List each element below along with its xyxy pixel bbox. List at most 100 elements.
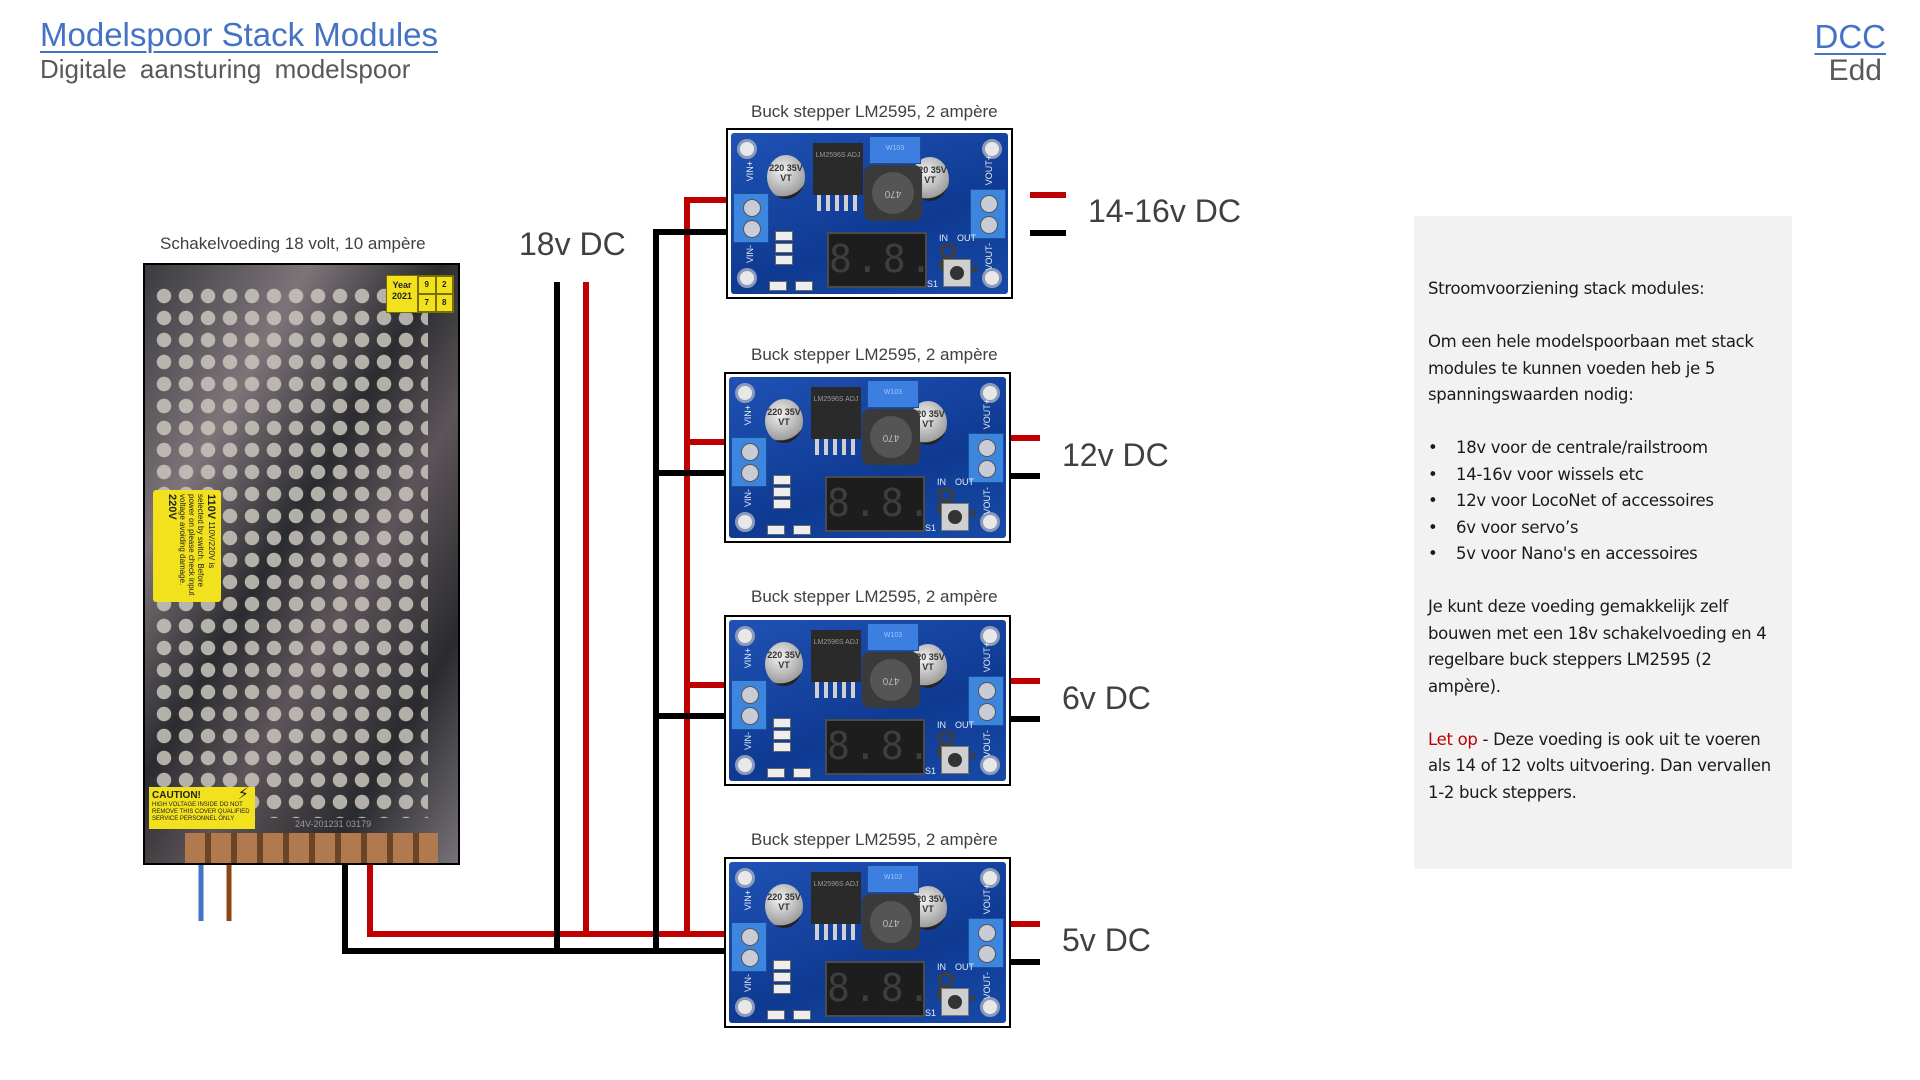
buck-stepper-board-image: VIN+ VIN- VOUT+ VOUT- 220 35V VT 220 35V… xyxy=(724,857,1011,1028)
input-terminal xyxy=(731,437,767,487)
module-caption: Buck stepper LM2595, 2 ampère xyxy=(751,587,998,606)
output-terminal xyxy=(968,918,1004,968)
caution-sticker: CAUTION! HIGH VOLTAGE INSIDE DO NOT REMO… xyxy=(149,787,255,829)
mount-hole xyxy=(735,755,755,775)
ic-pins xyxy=(815,439,855,455)
input-capacitor: 220 35V VT xyxy=(765,642,803,686)
inductor-coil: 470 xyxy=(862,652,920,708)
smd-resistor xyxy=(767,768,785,778)
out-marking: OUT xyxy=(955,962,974,972)
mount-hole xyxy=(735,868,755,888)
input-terminal xyxy=(731,680,767,730)
module-caption: Buck stepper LM2595, 2 ampère xyxy=(751,345,998,364)
voltage-list-item: 12v voor LocoNet of accessoires xyxy=(1428,488,1778,515)
display-toggle-button xyxy=(941,988,969,1016)
pcb: VIN+ VIN- VOUT+ VOUT- 220 35V VT 220 35V… xyxy=(729,862,1006,1023)
input-capacitor: 220 35V VT xyxy=(767,155,805,199)
vin-minus-marking: VIN- xyxy=(743,732,753,750)
info-panel: Stroomvoorziening stack modules: Om een … xyxy=(1414,216,1792,869)
mount-hole xyxy=(982,268,1002,288)
smd-resistor xyxy=(773,499,791,509)
vout-plus-marking: VOUT+ xyxy=(982,642,992,673)
mount-hole xyxy=(735,383,755,403)
screw-terminal-strip xyxy=(185,833,438,863)
ic-pins xyxy=(815,924,855,940)
mount-hole xyxy=(980,626,1000,646)
output-voltage-label: 12v DC xyxy=(1062,437,1169,473)
module-caption: Buck stepper LM2595, 2 ampère xyxy=(751,830,998,849)
page-title-link[interactable]: Modelspoor Stack Modules xyxy=(40,16,439,53)
vin-plus-marking: VIN+ xyxy=(743,405,753,426)
output-voltage-label: 6v DC xyxy=(1062,680,1151,716)
year-grid-cell: 7 xyxy=(418,294,436,312)
info-heading: Stroomvoorziening stack modules: xyxy=(1428,279,1705,298)
input-capacitor: 220 35V VT xyxy=(765,399,803,443)
inductor-coil: 470 xyxy=(862,894,920,950)
dcc-link[interactable]: DCC xyxy=(1814,18,1887,55)
trim-potentiometer: W103 xyxy=(867,380,919,408)
inductor-coil: 470 xyxy=(862,409,920,465)
smd-resistor xyxy=(775,231,793,241)
vout-plus-marking: VOUT+ xyxy=(984,155,994,186)
smd-resistor xyxy=(769,281,787,291)
mount-hole xyxy=(735,997,755,1017)
input-terminal xyxy=(731,922,767,972)
regulator-ic: LM2596S ADJ xyxy=(811,387,861,439)
supply-18v-label: 18v DC xyxy=(519,226,626,262)
caution-text: HIGH VOLTAGE INSIDE DO NOT REMOVE THIS C… xyxy=(152,802,250,822)
mount-hole xyxy=(735,626,755,646)
vin-plus-marking: VIN+ xyxy=(745,161,755,182)
info-build-text: Je kunt deze voeding gemakkelijk zelf bo… xyxy=(1428,597,1767,696)
smd-resistor xyxy=(775,243,793,253)
smd-resistor xyxy=(773,718,791,728)
smd-resistor xyxy=(773,730,791,740)
in-marking: IN xyxy=(937,720,946,730)
inductor-coil: 470 xyxy=(864,165,922,221)
output-voltage-label: 5v DC xyxy=(1062,922,1151,958)
out-marking: OUT xyxy=(957,233,976,243)
voltage-display: 8.8.8. xyxy=(825,719,984,775)
ic-pins xyxy=(817,195,857,211)
smd-resistor xyxy=(767,1010,785,1020)
year-sticker-value: 2021 xyxy=(391,291,413,301)
output-voltage-label: 14-16v DC xyxy=(1088,193,1241,229)
output-terminal xyxy=(970,189,1006,239)
input-terminal xyxy=(733,193,769,243)
psu-caption: Schakelvoeding 18 volt, 10 ampère xyxy=(160,234,426,253)
regulator-ic: LM2596S ADJ xyxy=(811,872,861,924)
vin-plus-marking: VIN+ xyxy=(743,890,753,911)
smd-resistor xyxy=(793,1010,811,1020)
coil-marking: 470 xyxy=(870,416,912,458)
year-grid-cell: 8 xyxy=(435,294,453,312)
mount-hole xyxy=(980,997,1000,1017)
switch-marking: S1 xyxy=(925,523,937,533)
smd-resistor xyxy=(773,742,791,752)
mount-hole xyxy=(980,512,1000,532)
in-marking: IN xyxy=(939,233,948,243)
pcb: VIN+ VIN- VOUT+ VOUT- 220 35V VT 220 35V… xyxy=(731,133,1008,294)
voltage-list-item: 6v voor servo’s xyxy=(1428,515,1778,542)
vin-minus-marking: VIN- xyxy=(743,974,753,992)
output-terminal xyxy=(968,433,1004,483)
smd-resistor xyxy=(773,984,791,994)
year-sticker-label: Year xyxy=(392,280,412,290)
mount-hole xyxy=(737,139,757,159)
trim-potentiometer: W103 xyxy=(867,865,919,893)
ic-pins xyxy=(815,682,855,698)
out-marking: OUT xyxy=(955,720,974,730)
voltage-list-item: 5v voor Nano's en accessoires xyxy=(1428,541,1778,568)
caution-title: CAUTION! xyxy=(152,790,201,801)
volt-high-label: 220V xyxy=(166,494,178,520)
voltage-list-item: 18v voor de centrale/railstroom xyxy=(1428,435,1778,462)
input-capacitor: 220 35V VT xyxy=(765,884,803,928)
volt-select-text: 110V/220V is selected by switch. Before … xyxy=(178,494,216,596)
pcb: VIN+ VIN- VOUT+ VOUT- 220 35V VT 220 35V… xyxy=(729,377,1006,538)
voltage-list-item: 14-16v voor wissels etc xyxy=(1428,462,1778,489)
info-intro: Om een hele modelspoorbaan met stack mod… xyxy=(1428,332,1754,404)
coil-marking: 470 xyxy=(872,172,914,214)
mount-hole xyxy=(982,139,1002,159)
mount-hole xyxy=(980,755,1000,775)
coil-marking: 470 xyxy=(870,659,912,701)
author-label: Edd xyxy=(1828,54,1882,87)
